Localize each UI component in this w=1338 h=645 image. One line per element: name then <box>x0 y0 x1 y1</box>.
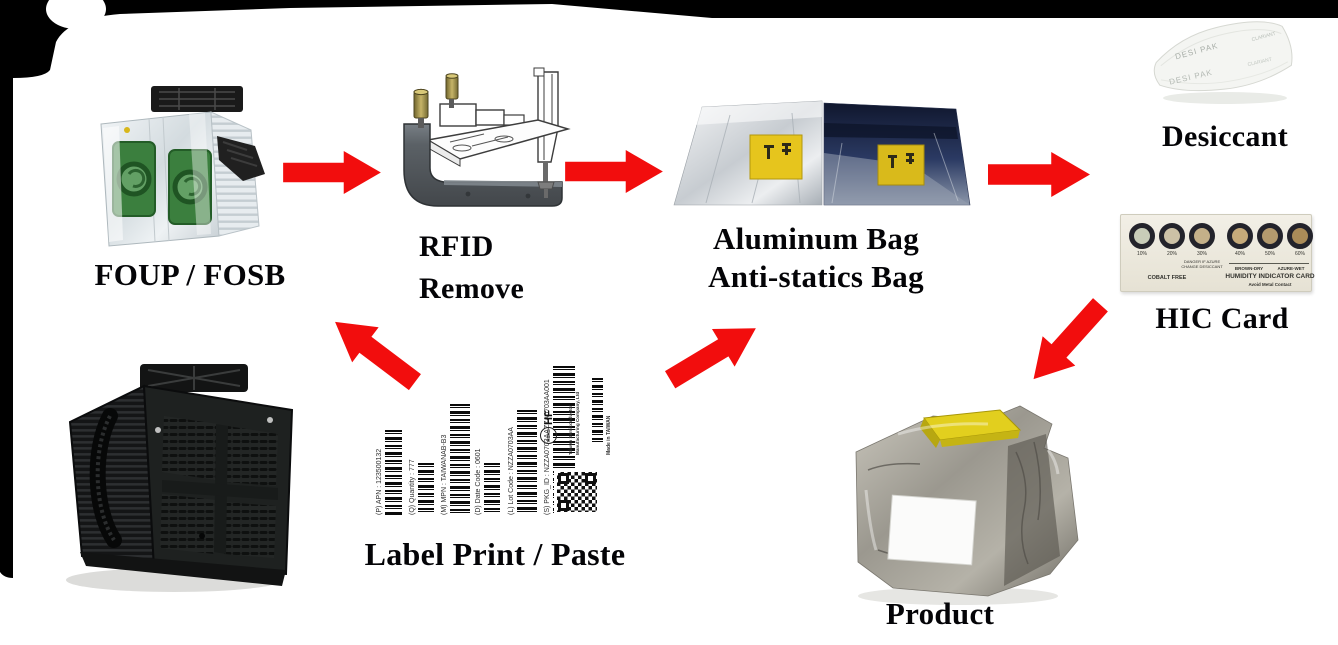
desiccant-maker-text-2: CLARIANT <box>1247 57 1272 68</box>
product-image <box>855 405 1079 605</box>
desiccant-label: Desiccant <box>1162 120 1288 153</box>
barcode-lotcode <box>517 410 537 515</box>
hic-circle-60 <box>1287 223 1313 249</box>
hic-circle-50 <box>1257 223 1283 249</box>
hic-card-label: HIC Card <box>1155 302 1289 335</box>
hic-cobalt-free: COBALT FREE <box>1147 275 1187 281</box>
rfid-remove-label-line2: Remove <box>419 272 525 305</box>
hic-percent-40: 40% <box>1234 251 1246 257</box>
rfid-remove-label-line1: RFID <box>419 230 494 263</box>
hf-text: HF <box>542 410 555 425</box>
arrow-foup-to-rfid-icon <box>283 151 381 194</box>
hic-circle-30 <box>1189 223 1215 249</box>
bags-label-line1: Aluminum Bag <box>712 221 919 256</box>
hic-circle-20 <box>1159 223 1185 249</box>
label-print-paste-label: Label Print / Paste <box>364 536 626 572</box>
bags-label-line2: Anti-statics Bag <box>708 259 924 294</box>
barcode-small <box>592 378 603 444</box>
hic-divider <box>1229 263 1309 264</box>
company-text: Taiwan Semiconductor Manufacturing Compa… <box>568 392 582 455</box>
arrow-label-to-bags-icon <box>664 328 756 389</box>
rohs-circle: RoHS <box>540 427 557 444</box>
hic-percent-10: 10% <box>1136 251 1148 257</box>
barcode-mpn <box>450 404 470 515</box>
arrow-rfid-to-bags-icon <box>565 150 663 193</box>
hic-circle-40 <box>1227 223 1253 249</box>
hic-card-image: 10% 20% 30% 40% 50% 60% DANGER IF AZURE … <box>1120 214 1315 292</box>
hic-percent-30: 30% <box>1196 251 1208 257</box>
shipping-label-image: (P) APN : 123500132 (Q) Quantity : 777 (… <box>368 360 634 522</box>
product-label: Product <box>885 596 995 631</box>
hic-circle-10 <box>1129 223 1155 249</box>
hic-percent-20: 20% <box>1166 251 1178 257</box>
arrow-hic-to-product-icon <box>1033 298 1108 380</box>
company-line2: Manufacturing Company, Ltd <box>574 391 580 455</box>
arrow-label-to-foup-icon <box>335 321 421 391</box>
hic-percent-50: 50% <box>1264 251 1276 257</box>
barcode-quantity-text: (Q) Quantity : 777 <box>409 459 416 515</box>
barcode-apn-text: (P) APN : 123500132 <box>376 448 383 515</box>
rfid-remove-tool-image <box>403 67 571 207</box>
rfid-remove-label: RFID Remove <box>419 226 639 310</box>
black-fosb-image <box>66 364 294 592</box>
hic-title: HUMIDITY INDICATOR CARD <box>1225 273 1315 280</box>
bags-label: Aluminum Bag Anti-statics Bag <box>660 220 972 296</box>
hic-danger-line1: DANGER IF AZURE <box>1183 259 1221 264</box>
hic-danger-line2: CHANGE DESICCANT <box>1181 264 1223 269</box>
barcode-quantity <box>418 463 434 515</box>
rohs-hf-logo: RoHS HF <box>540 410 557 444</box>
foup-fosb-label: FOUP / FOSB <box>94 257 286 292</box>
barcode-lotcode-text: (L) Lot Code : NZZA0703AA <box>508 427 515 515</box>
barcode-mpn-text: (M) MPN : TAIWANAB-B3 <box>441 434 448 515</box>
hic-legend-wet: AZURE-WET <box>1277 266 1305 271</box>
desiccant-packet-image: DESI PAK CLARIANT DESI PAK CLARIANT <box>1153 21 1293 104</box>
barcode-datecode <box>484 463 500 515</box>
hic-percent-60: 60% <box>1294 251 1306 257</box>
barcode-apn <box>385 430 402 515</box>
company-line1: Taiwan Semiconductor <box>568 405 573 455</box>
hic-subtitle: Avoid Metal Contact <box>1248 282 1292 287</box>
made-in-text: Made in TAIWAN <box>606 415 612 455</box>
hic-legend-dry: BROWN-DRY <box>1234 266 1264 271</box>
barcode-pkgid-text: (S) PKG_ID : NZZA0703AAZZA0703AA001 <box>544 379 551 515</box>
arrow-bags-to-desiccant-icon <box>988 152 1090 197</box>
barcode-datecode-text: (D) Date Code : 0601 <box>475 448 482 515</box>
foup-fosb-image <box>100 86 265 247</box>
qr-code <box>554 469 600 515</box>
aluminum-antistatic-bags-image <box>673 100 971 206</box>
